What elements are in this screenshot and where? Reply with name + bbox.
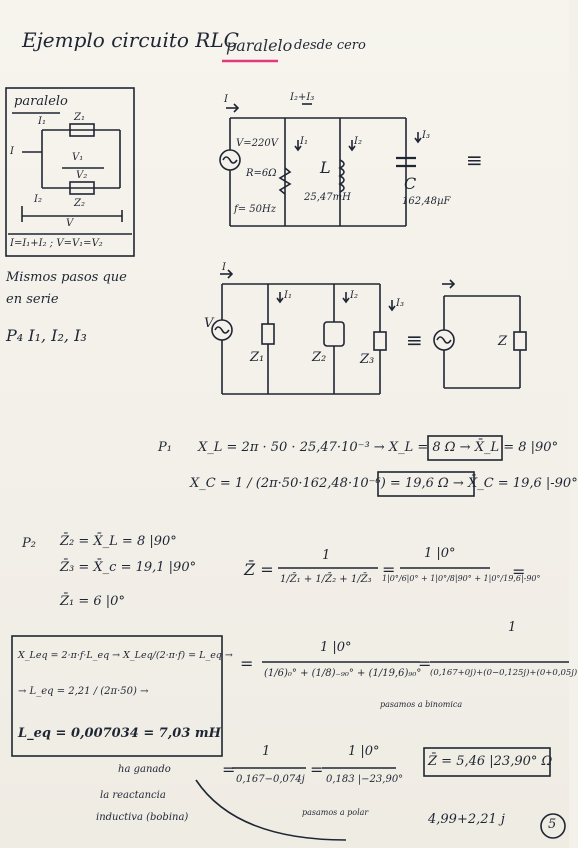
row2-num: 1 |0° xyxy=(320,640,352,655)
circuit1-inductor xyxy=(338,159,345,193)
xl-result-box xyxy=(427,435,503,461)
parallel-heading: paralelo xyxy=(14,94,68,109)
c2-label-z3: Z₃ xyxy=(360,352,375,367)
c1-label-i2: I₂ xyxy=(354,136,362,147)
zeq-num2: 1 |0° xyxy=(424,546,456,561)
side-note-2: la reactancia xyxy=(100,790,166,801)
c2-label-z: Z xyxy=(498,334,508,349)
zeq-den1: 1/Z̄₁ + 1/Z̄₂ + 1/Z̄₃ xyxy=(280,574,372,585)
c1-label-i1: I₁ xyxy=(300,136,308,147)
xleq-box-frame xyxy=(11,635,223,757)
c2-label-z2: Z₂ xyxy=(312,350,327,365)
c1-label-i3: I₃ xyxy=(422,130,430,141)
c1-label-i2i3: I₂+I₃ xyxy=(290,92,315,103)
note-p2: P₂ xyxy=(22,536,36,551)
note-pasos-2: en serie xyxy=(6,292,59,307)
zeq-eq: = xyxy=(382,560,396,579)
c2-label-i: I xyxy=(222,262,226,273)
p1-xc: X_C = 1 / (2π·50·162,48·10⁻⁶) = 19,6 Ω →… xyxy=(190,476,578,491)
p2-z2: Z̄₂ = X̄_L = 8 |90° xyxy=(60,534,177,549)
row2-den2: (0,167+0j)+(0−0,125j)+(0+0,05j) xyxy=(430,668,578,678)
row3-den2: 0,183 |−23,90° xyxy=(326,774,404,785)
circuit1-resistor xyxy=(278,167,292,195)
result-box xyxy=(423,747,551,777)
c1-label-i: I xyxy=(224,94,228,105)
c2-label-v: V xyxy=(204,316,214,331)
xleq-line2: → L_eq = 2,21 / (2π·50) → xyxy=(18,686,149,697)
note-p1: P₁ xyxy=(158,440,172,455)
title-highlight: paralelo xyxy=(226,36,293,55)
row3-num: 1 xyxy=(262,744,271,759)
title-suffix: desde cero xyxy=(294,38,366,53)
c1-label-l: L xyxy=(320,158,331,177)
c2-label-i3: I₃ xyxy=(396,298,404,309)
parallel-z2-box xyxy=(69,181,95,195)
c1-label-c-val: 162,48µF xyxy=(402,196,451,207)
p2-z3: Z̄₃ = X̄_c = 19,1 |90° xyxy=(60,560,197,575)
parallel-label-i2: I₂ xyxy=(34,194,42,205)
parallel-label-z1: Z₁ xyxy=(74,112,85,123)
c1-label-c: C xyxy=(404,174,417,193)
parallel-z1-box xyxy=(69,123,95,137)
parallel-label-i1: I₁ xyxy=(38,116,46,127)
note-pasos-1: Mismos pasos que xyxy=(6,270,127,285)
circuit2-z1-box xyxy=(261,323,275,345)
row2-num2: 1 xyxy=(508,620,517,635)
page-number-circle xyxy=(540,813,566,839)
zeq-tail: = xyxy=(512,562,526,581)
zeq-num1: 1 xyxy=(322,548,331,563)
row3-result: Z̄ = 5,46 |23,90° Ω xyxy=(428,754,553,769)
row3-num2: 1 |0° xyxy=(348,744,380,759)
row2-note: pasamos a binomica xyxy=(380,700,463,709)
c2-label-i1: I₁ xyxy=(284,290,292,301)
row3-note: pasamos a polar xyxy=(302,808,369,817)
parallel-label-z2: Z₂ xyxy=(74,198,85,209)
c1-equiv: ≡ xyxy=(466,148,483,172)
side-note-1: ha ganado xyxy=(118,764,171,775)
row3-eq: = xyxy=(222,760,236,779)
c1-label-l-val: 25,47mH xyxy=(304,192,351,203)
equiv-z-box xyxy=(513,331,527,351)
c2-label-z1: Z₁ xyxy=(250,350,265,365)
curved-arrow xyxy=(195,779,347,841)
parallel-label-v2: V₂ xyxy=(76,170,88,181)
row3-binomial: 4,99+2,21 j xyxy=(428,812,505,827)
c2-label-i2: I₂ xyxy=(350,290,358,301)
parallel-label-v: V xyxy=(66,218,74,229)
parallel-label-i: I xyxy=(10,146,14,157)
parallel-box-frame xyxy=(5,87,135,257)
parallel-label-v1: V₁ xyxy=(72,152,84,163)
c2-equiv: ≡ xyxy=(406,328,423,352)
p1-xl: X_L = 2π · 50 · 25,47·10⁻³ → X_L = 8 Ω →… xyxy=(198,440,559,455)
row2-eq2: = xyxy=(418,654,432,673)
title-prefix: Ejemplo circuito RLC xyxy=(22,28,239,52)
xleq-line3: L_eq = 0,007034 = 7,03 mH xyxy=(18,726,221,741)
zeq-den2: 1|0°/6|0° + 1|0°/8|90° + 1|0°/19,6|-90° xyxy=(382,574,541,583)
c1-label-f: f= 50Hz xyxy=(234,204,276,215)
xleq-line1: X_Leq = 2·π·f·L_eq → X_Leq/(2·π·f) = L_e… xyxy=(18,650,233,661)
xc-result-box xyxy=(377,471,475,497)
row2-den: (1/6)₀° + (1/8)₋₉₀° + (1/19,6)₉₀° xyxy=(264,668,422,679)
c1-label-v: V=220V xyxy=(236,138,278,149)
circuit2-z3-box xyxy=(373,331,387,351)
parallel-formula: I=I₁+I₂ ; V=V₁=V₂ xyxy=(10,238,103,249)
page-number: 5 xyxy=(548,817,557,832)
side-note-3: inductiva (bobina) xyxy=(96,812,189,823)
p2-z1: Z̄₁ = 6 |0° xyxy=(60,594,125,609)
row3-den: 0,167−0,074j xyxy=(236,774,305,785)
row2-eq: = xyxy=(240,654,254,673)
zeq-lhs: Z̄ = xyxy=(244,560,274,579)
circuit2-z2-box xyxy=(323,321,345,347)
note-p4: P₄ I₁, I₂, I₃ xyxy=(6,326,87,345)
row3-eq2: = xyxy=(310,760,324,779)
c1-label-r: R=6Ω xyxy=(246,168,277,179)
